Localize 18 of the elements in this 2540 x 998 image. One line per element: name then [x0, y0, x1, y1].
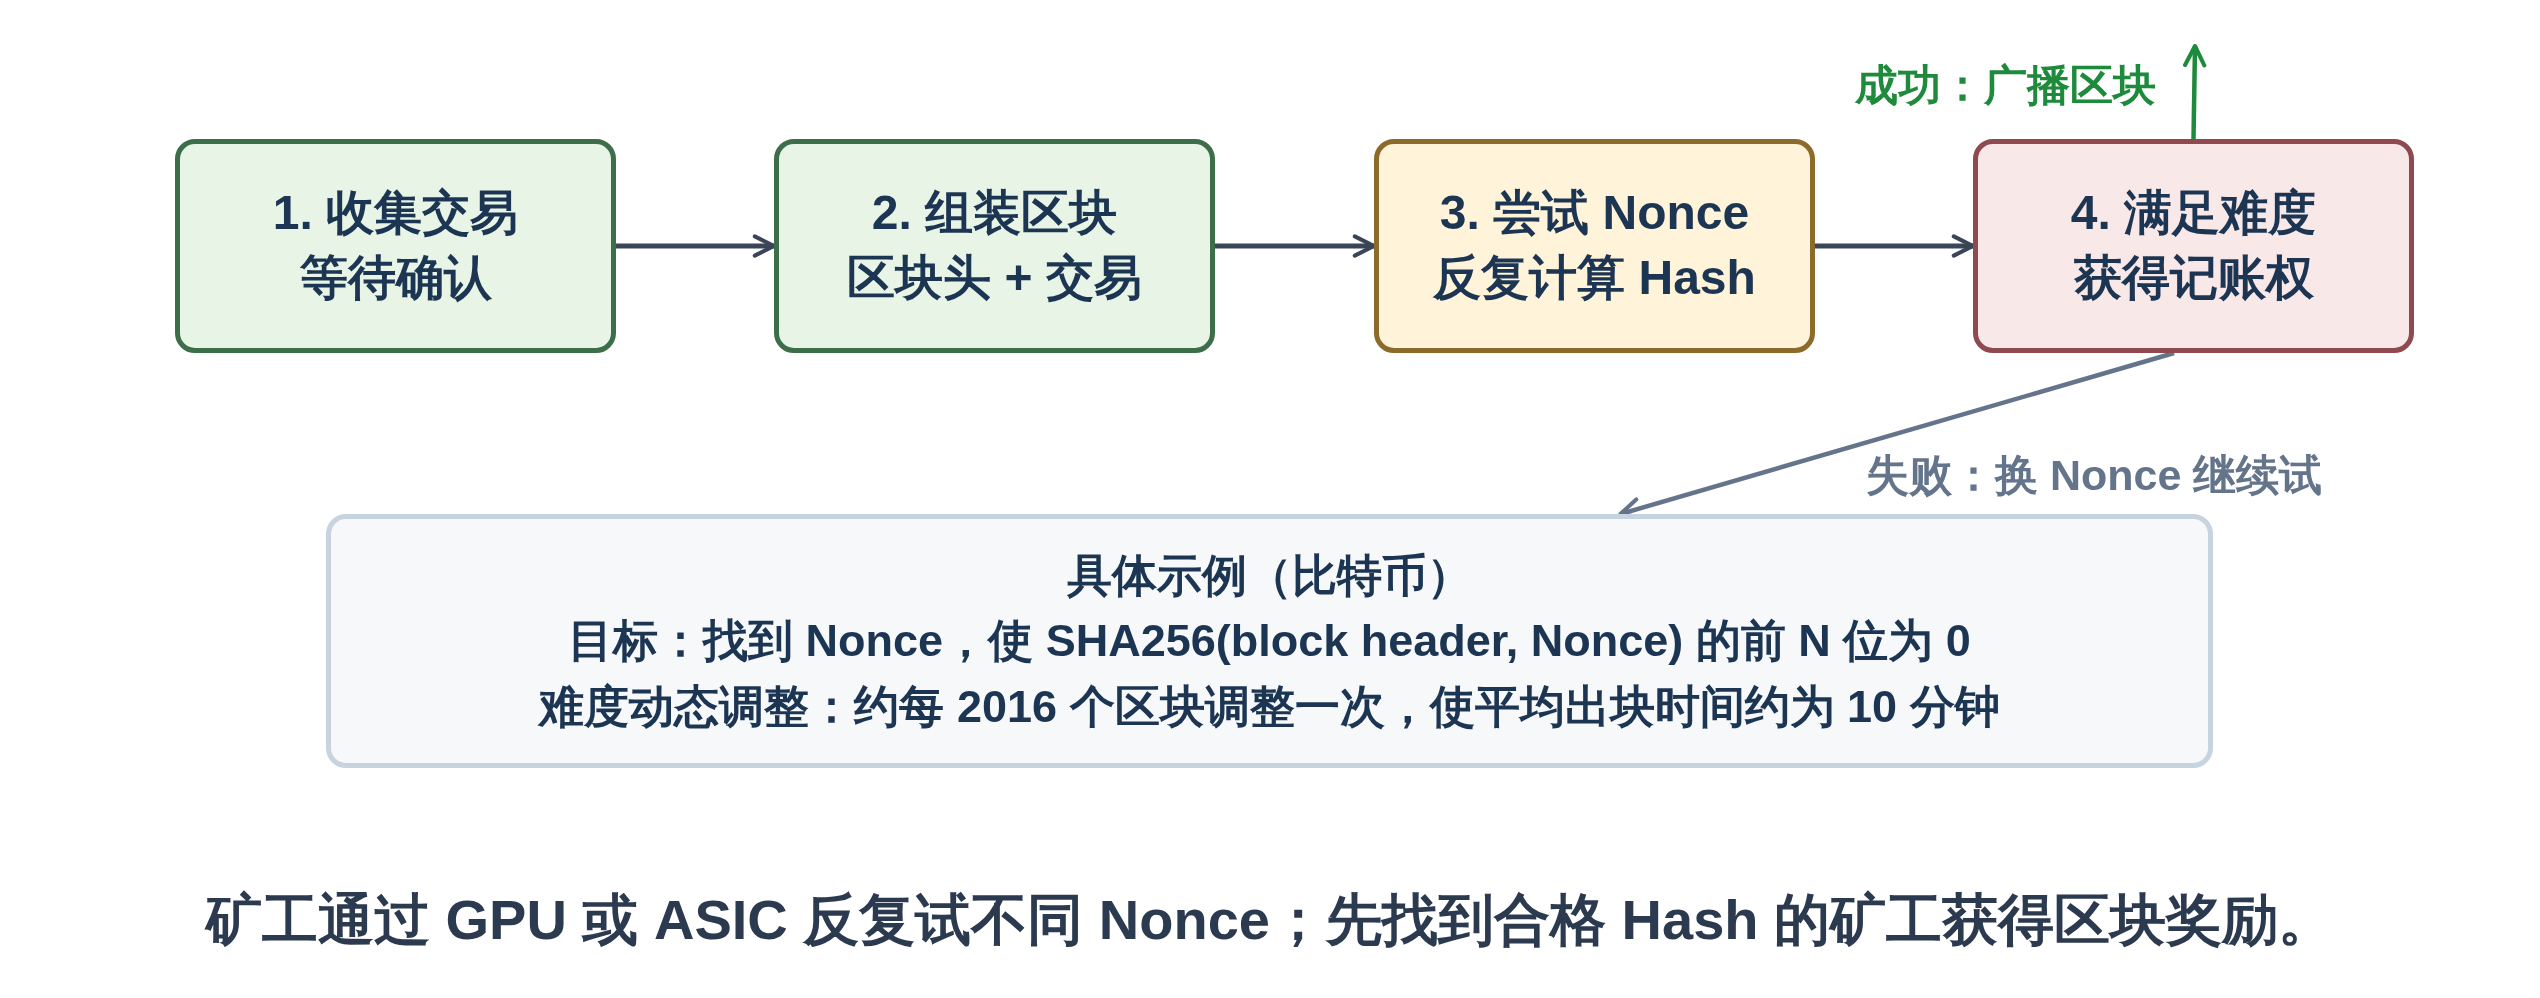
- panel-text: 难度动态调整：约每 2016 个区块调整一次，使平均出块时间约为 10 分钟: [539, 679, 2000, 734]
- arrow: [2183, 43, 2207, 140]
- step-title: 1. 收集交易: [272, 185, 519, 242]
- step-description: 等待确认: [299, 250, 492, 306]
- caption-text: 矿工通过 GPU 或 ASIC 反复试不同 Nonce；先找到合格 Hash 的矿工获得区块奖励。: [205, 887, 2335, 953]
- note-panel: [326, 514, 2213, 768]
- process-box: [774, 139, 1215, 353]
- step-description: 区块头 + 交易: [847, 250, 1142, 306]
- panel-text: 目标：找到 Nonce，使 SHA256(block header, Nonce) 的前 N 位为 0: [568, 614, 1971, 669]
- process-box: [175, 139, 616, 353]
- step-title: 3. 尝试 Nonce: [1439, 185, 1750, 242]
- process-box: [1374, 139, 1815, 353]
- step-description: 反复计算 Hash: [1433, 250, 1756, 306]
- process-box: [1973, 139, 2414, 353]
- step-description: 获得记账权: [2073, 250, 2314, 306]
- step-title: 2. 组装区块: [871, 185, 1118, 242]
- step-title: 4. 满足难度: [2070, 185, 2317, 242]
- panel-heading: 具体示例（比特币）: [1067, 549, 1472, 604]
